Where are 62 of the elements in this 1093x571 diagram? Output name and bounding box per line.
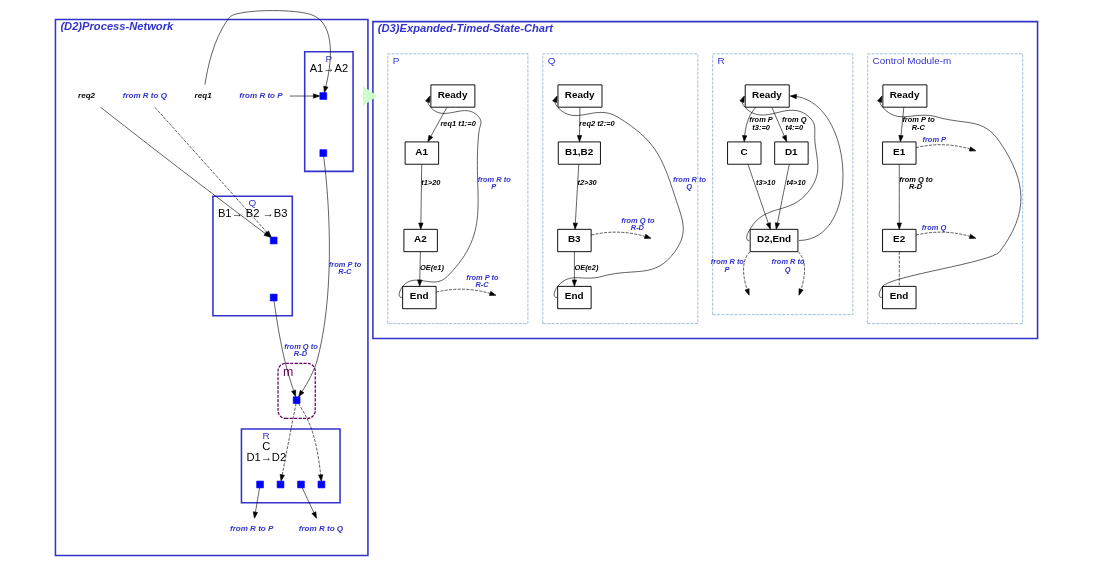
node-box [319, 92, 327, 100]
node-box: D1 [774, 141, 809, 165]
node-box: End [882, 285, 917, 310]
arrow [298, 403, 324, 482]
node-box: B1,B2 [557, 141, 601, 165]
node-box [269, 236, 278, 245]
arrow [289, 93, 320, 99]
node-box [317, 480, 326, 489]
arrow [747, 163, 771, 230]
cluster: Q B1→ B2 →B3 [212, 195, 294, 317]
cluster: R C D1→D2 [240, 428, 341, 504]
arrow [571, 251, 577, 287]
cluster: P A1→A2 [303, 50, 354, 173]
node-box [276, 480, 285, 489]
node-box: Ready [557, 84, 603, 108]
arrow [398, 95, 482, 298]
node-box [269, 293, 278, 302]
arrow [789, 94, 844, 241]
cluster: m [277, 362, 316, 420]
arrow [898, 107, 905, 143]
node-box: Ready [430, 84, 476, 108]
arrow [739, 95, 819, 241]
arrow [273, 300, 296, 397]
arrow [204, 10, 331, 93]
node-box [256, 480, 264, 489]
arrow [417, 251, 423, 287]
arrow [896, 163, 902, 230]
node-box: D2,End [749, 228, 799, 253]
arrow [302, 487, 317, 519]
node-box: E2 [882, 228, 917, 253]
node-box: B3 [557, 228, 592, 253]
arrow [572, 163, 580, 230]
arrow [577, 107, 583, 143]
arrow [253, 487, 260, 519]
node-box: End [557, 285, 592, 310]
arrow [797, 251, 805, 296]
arrow [590, 231, 652, 239]
arrow [915, 144, 977, 152]
arrow [435, 288, 497, 296]
connector [899, 251, 900, 287]
node-box: C [727, 141, 762, 165]
arrow [279, 403, 297, 482]
arrow [742, 106, 757, 143]
arrow [915, 231, 977, 239]
node-box [297, 480, 305, 489]
node-box: E1 [882, 141, 917, 165]
node-box [292, 396, 301, 404]
arrow [877, 95, 1022, 298]
node-box: A1 [404, 141, 440, 165]
arrow [552, 95, 684, 298]
arrow [418, 163, 424, 230]
node-box [319, 149, 327, 157]
node-box: Ready [744, 84, 790, 108]
arrow [775, 163, 790, 230]
arrow [362, 86, 378, 106]
arrow [298, 156, 330, 397]
node-box: A2 [403, 228, 438, 253]
arrow [427, 107, 448, 143]
arrow [743, 251, 751, 296]
node-box: End [402, 285, 437, 310]
arrow [771, 107, 788, 143]
node-box: Ready [882, 84, 928, 108]
